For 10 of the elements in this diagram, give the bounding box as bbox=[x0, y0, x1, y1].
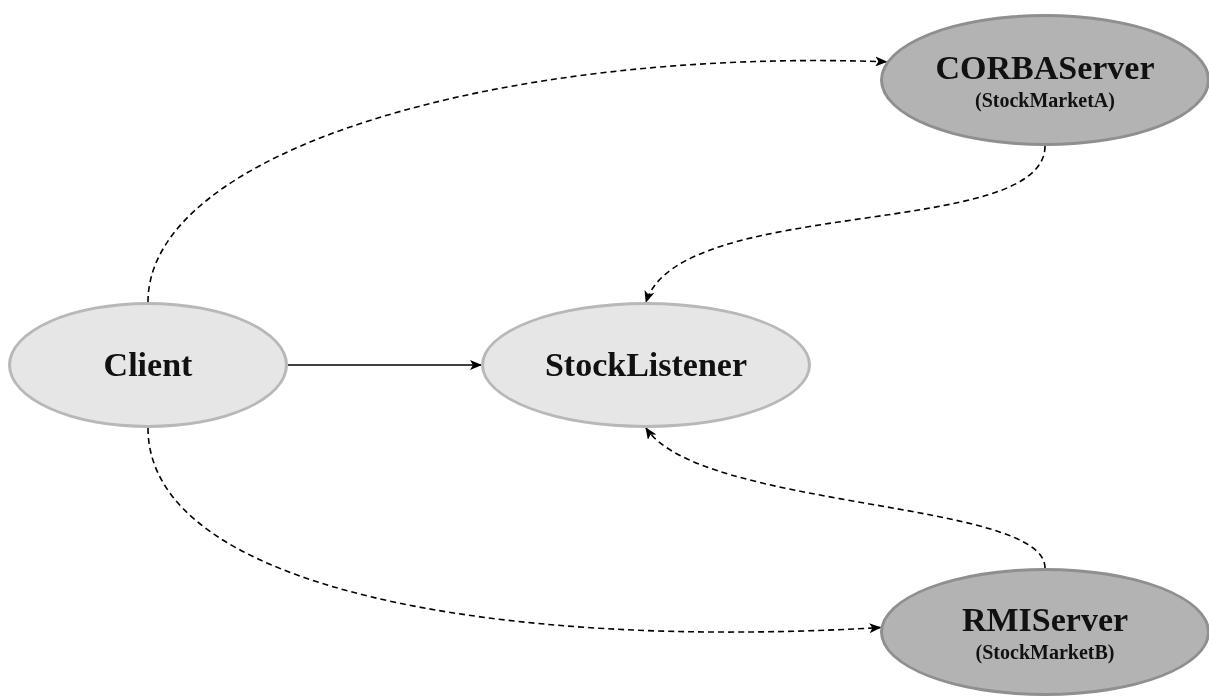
node-title: Client bbox=[103, 344, 193, 385]
arrow bbox=[645, 145, 1046, 303]
node-title: StockListener bbox=[544, 344, 748, 385]
arrow bbox=[645, 427, 1046, 569]
arrow bbox=[147, 427, 882, 633]
node-subtitle: (StockMarketA) bbox=[975, 88, 1115, 113]
arrow bbox=[287, 360, 482, 370]
node-subtitle: (StockMarketB) bbox=[975, 640, 1115, 665]
node-title: CORBAServer bbox=[935, 47, 1155, 88]
node-title: RMIServer bbox=[961, 599, 1129, 640]
